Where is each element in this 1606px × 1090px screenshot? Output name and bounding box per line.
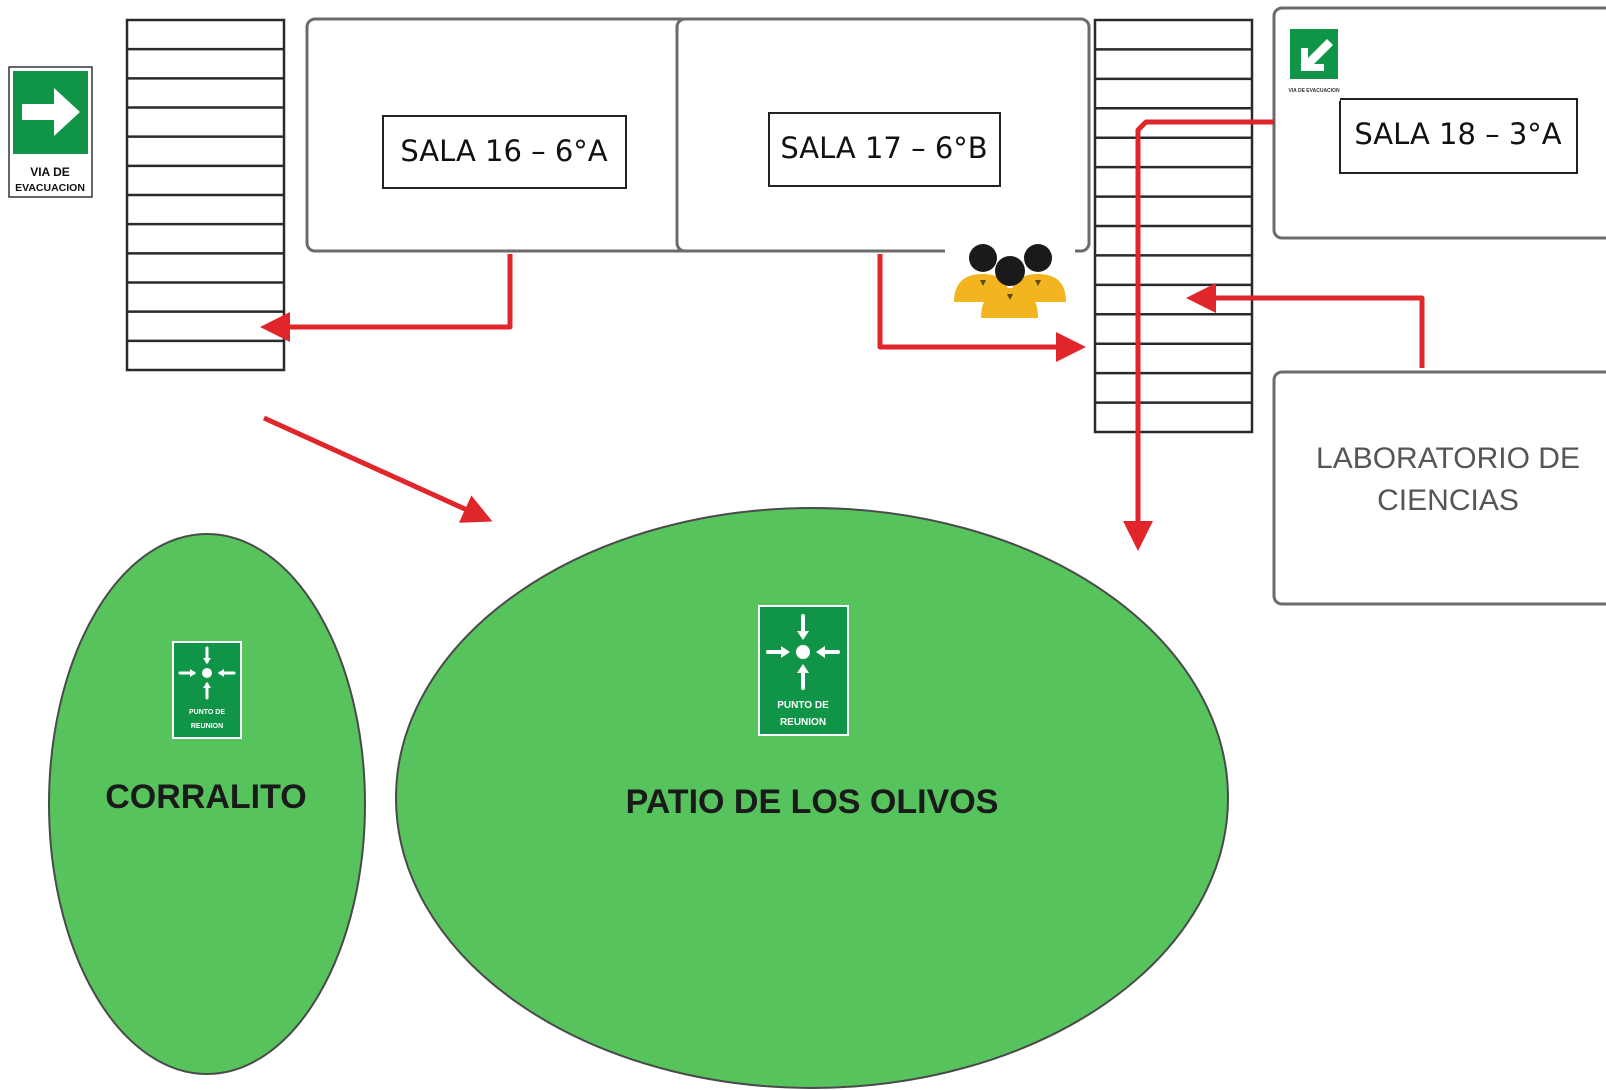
area-corralito — [48, 533, 366, 1075]
people-group-icon — [945, 240, 1075, 320]
evacuation-sign-left: VIA DE EVACUACION — [8, 66, 93, 198]
meeting-point-icon — [178, 646, 236, 700]
meeting-point-sign-corralito: PUNTO DE REUNION — [172, 641, 242, 739]
meeting-sign-patio-line2: REUNION — [780, 717, 826, 728]
evac-sign-line1: VIA DE — [30, 165, 70, 179]
sala-17-label: SALA 17 – 6°B — [780, 131, 987, 165]
label-box-sala-18: SALA 18 – 3°A — [1339, 98, 1578, 174]
route-sala-17 — [877, 254, 1086, 362]
arrow-down-left-icon — [1301, 39, 1333, 71]
meeting-point-icon — [766, 614, 840, 690]
stair-steps-left — [127, 47, 284, 343]
sala-18-label: SALA 18 – 3°A — [1354, 117, 1561, 151]
evacuation-routes — [260, 119, 1425, 551]
patio-label: PATIO DE LOS OLIVOS — [626, 783, 999, 821]
label-box-sala-17: SALA 17 – 6°B — [768, 112, 1001, 187]
room-laboratorio — [1272, 370, 1606, 606]
route-sala-18 — [1123, 119, 1274, 551]
evacuation-sign-right: VIA DE EVACUACION — [1288, 27, 1340, 101]
meeting-sign-patio-line1: PUNTO DE — [777, 700, 829, 711]
stair-steps-right — [1095, 48, 1252, 404]
sala-16-label: SALA 16 – 6°A — [400, 134, 607, 168]
laboratorio-label-line2: CIENCIAS — [1377, 484, 1519, 517]
meeting-sign-corralito-line2: REUNION — [191, 723, 223, 730]
evac-sign-small-text: VIA DE EVACUACION — [1288, 88, 1340, 94]
staircase-right — [1093, 18, 1254, 434]
label-box-sala-16: SALA 16 – 6°A — [382, 115, 627, 189]
evac-sign-line2: EVACUACION — [15, 182, 85, 194]
route-stairs-to-patio — [262, 415, 493, 523]
corralito-label: CORRALITO — [105, 778, 306, 816]
area-patio-de-los-olivos — [395, 507, 1229, 1089]
route-laboratorio — [1186, 283, 1425, 368]
staircase-left — [125, 18, 286, 372]
route-sala-16 — [260, 254, 513, 342]
meeting-sign-corralito-line1: PUNTO DE — [189, 709, 225, 716]
laboratorio-label-line1: LABORATORIO DE — [1316, 442, 1580, 475]
meeting-point-sign-patio: PUNTO DE REUNION — [758, 605, 849, 736]
arrow-right-icon — [22, 88, 80, 136]
